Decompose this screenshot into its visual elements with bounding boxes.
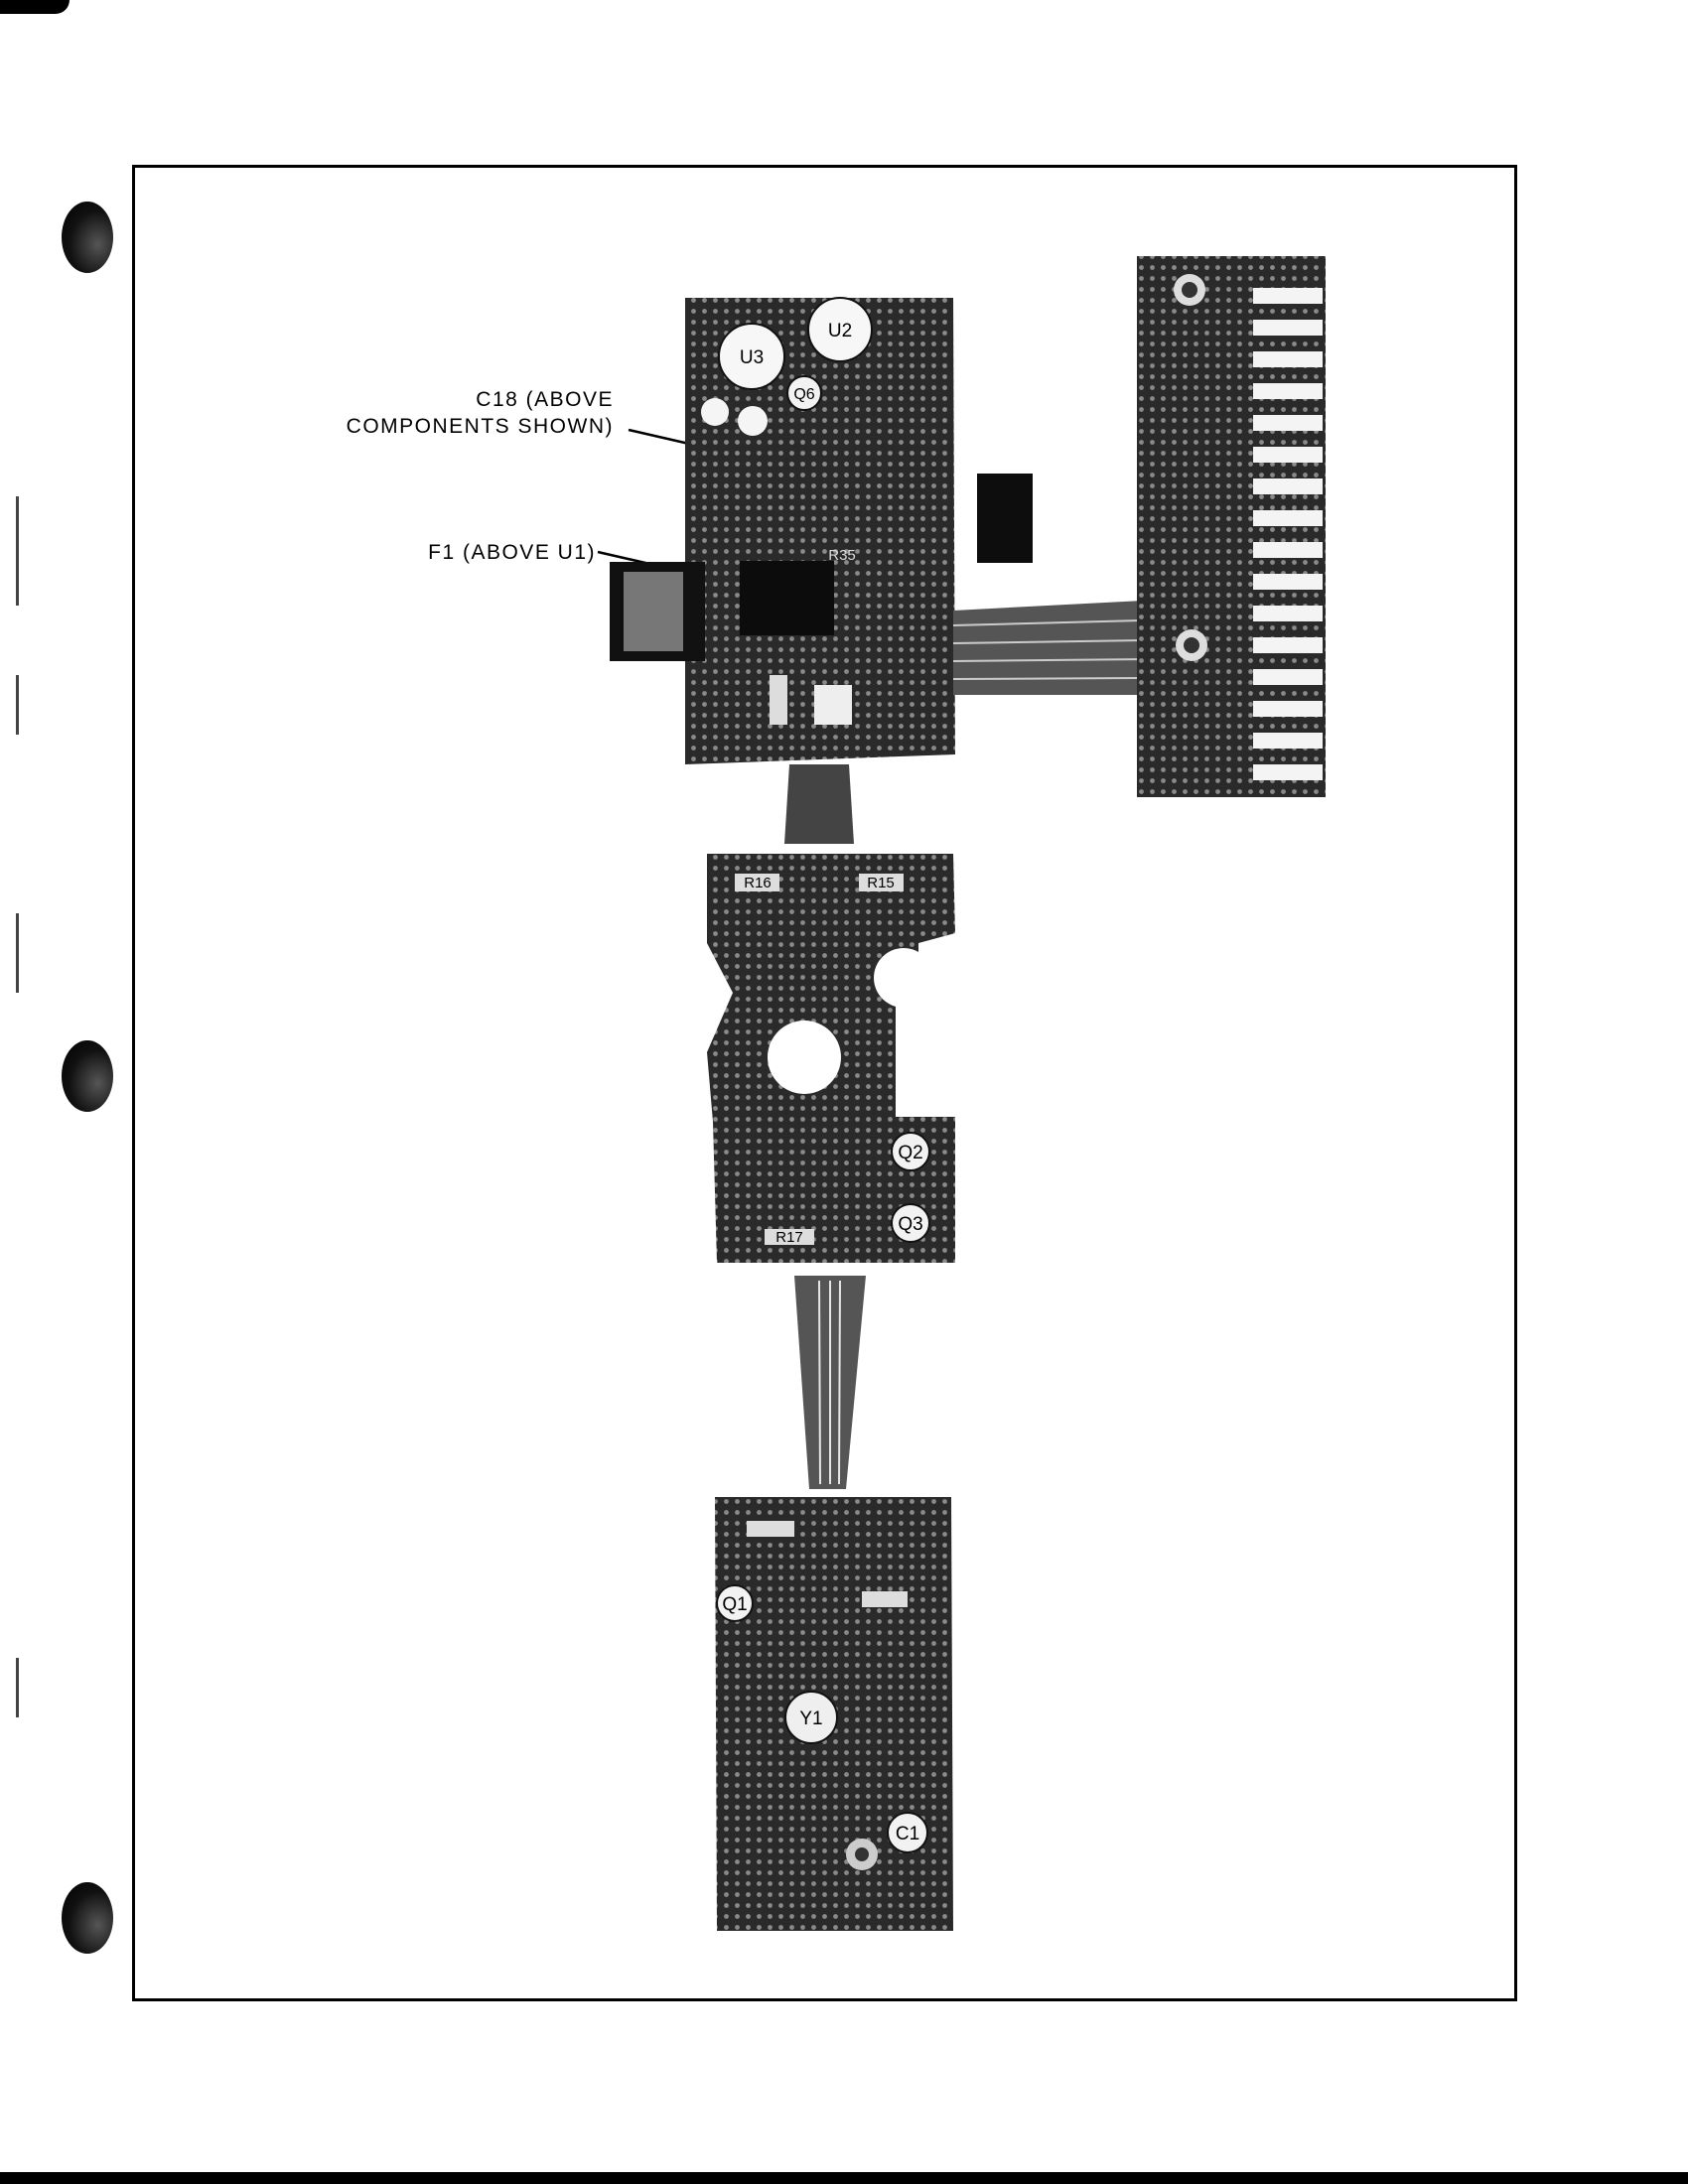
label-q6: Q6 bbox=[793, 386, 814, 403]
component-q1: Q1 bbox=[716, 1584, 754, 1622]
edge-connector-card bbox=[1137, 256, 1326, 797]
callout-f1: F1 (ABOVE U1) bbox=[428, 539, 596, 566]
label-u3: U3 bbox=[740, 347, 764, 368]
leader-c18 bbox=[628, 428, 690, 446]
binder-hole-bottom bbox=[62, 1882, 113, 1954]
component-u2: U2 bbox=[807, 297, 873, 362]
binder-hole-top bbox=[62, 202, 113, 273]
label-c1: C1 bbox=[896, 1824, 919, 1844]
component-u3: U3 bbox=[718, 323, 785, 390]
label-r15: R15 bbox=[867, 875, 895, 891]
component-y1: Y1 bbox=[784, 1691, 838, 1744]
margin-mark bbox=[16, 675, 19, 735]
label-u2: U2 bbox=[828, 321, 852, 341]
callout-c18-line1: C18 (ABOVE bbox=[476, 388, 614, 411]
label-y1: Y1 bbox=[799, 1708, 822, 1729]
callout-c18-line2: COMPONENTS SHOWN) bbox=[346, 415, 614, 438]
component-q3: Q3 bbox=[891, 1203, 930, 1243]
scan-corner-shadow bbox=[0, 0, 70, 14]
figure-frame bbox=[132, 165, 1517, 2001]
flex-connector-upper bbox=[784, 764, 854, 844]
margin-mark bbox=[16, 913, 19, 993]
binder-hole-middle bbox=[62, 1040, 113, 1112]
margin-mark bbox=[16, 496, 19, 606]
label-q1: Q1 bbox=[722, 1594, 747, 1615]
scan-bottom-edge bbox=[0, 2172, 1688, 2184]
component-q6: Q6 bbox=[786, 375, 822, 411]
label-r17: R17 bbox=[775, 1229, 803, 1246]
capacitor-white-1 bbox=[701, 398, 729, 426]
margin-mark bbox=[16, 1658, 19, 1717]
ribbon-cable-horizontal bbox=[953, 601, 1142, 695]
label-q3: Q3 bbox=[898, 1214, 922, 1235]
label-r35: R35 bbox=[828, 547, 856, 564]
label-q2: Q2 bbox=[898, 1143, 922, 1163]
callout-c18: C18 (ABOVE COMPONENTS SHOWN) bbox=[347, 386, 614, 440]
capacitor-white-2 bbox=[738, 406, 768, 436]
component-c1: C1 bbox=[887, 1812, 928, 1853]
label-r16: R16 bbox=[744, 875, 772, 891]
middle-board bbox=[707, 854, 955, 1263]
component-q2: Q2 bbox=[891, 1132, 930, 1171]
callout-f1-text: F1 (ABOVE U1) bbox=[428, 541, 596, 564]
